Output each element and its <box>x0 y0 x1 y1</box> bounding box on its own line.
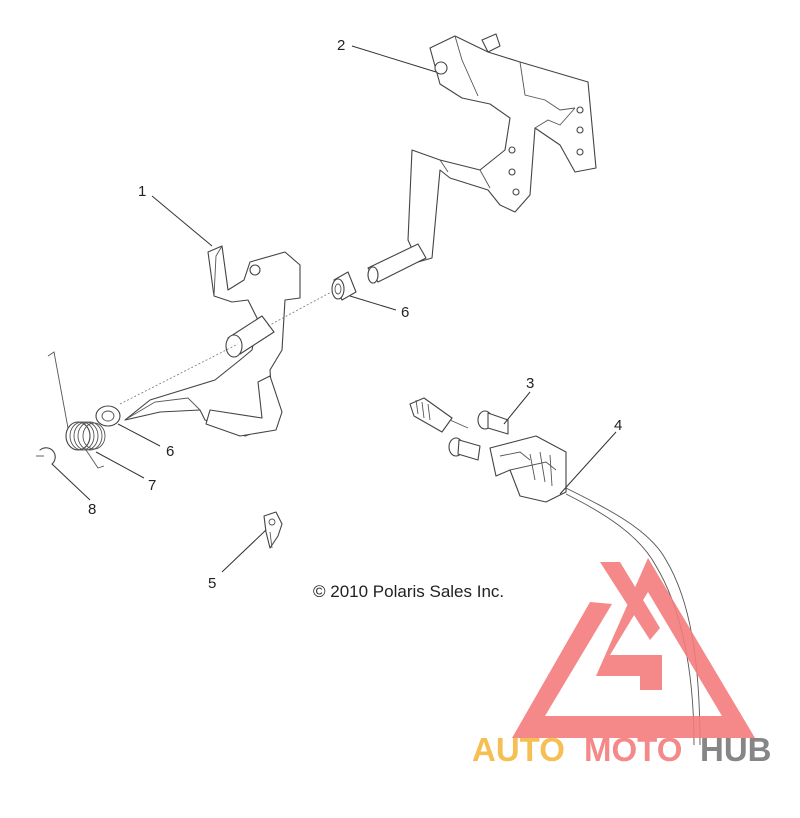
leader-4 <box>559 431 617 495</box>
watermark-word-moto: MOTO <box>584 731 682 768</box>
part-3-bolts <box>448 410 509 461</box>
part-5-clevis-pin <box>263 511 283 549</box>
callout-8: 8 <box>88 501 96 518</box>
leader-3 <box>503 391 531 425</box>
copyright-text: © 2010 Polaris Sales Inc. <box>313 582 504 601</box>
callout-6-lower: 6 <box>166 443 174 460</box>
leader-7 <box>95 451 145 479</box>
leader-6a <box>349 295 397 311</box>
callout-1: 1 <box>138 183 146 200</box>
callout-6-upper: 6 <box>401 304 409 321</box>
leader-6b <box>117 423 161 447</box>
callout-7: 7 <box>148 477 156 494</box>
watermark-word-hub: HUB <box>700 731 772 768</box>
part-6-upper-bushing <box>331 271 357 301</box>
callout-5: 5 <box>208 575 216 592</box>
leader-1 <box>151 195 213 247</box>
alignment-line <box>119 289 336 405</box>
callout-4: 4 <box>614 417 622 434</box>
part-4-cable-assembly <box>409 397 701 746</box>
callout-labels: 1 2 3 4 5 6 6 7 8 <box>88 37 622 592</box>
part-8-e-clip <box>36 447 56 465</box>
leader-2 <box>351 45 437 73</box>
leader-5 <box>221 529 267 573</box>
part-7-torsion-spring <box>47 351 106 469</box>
watermark-word-auto: AUTO <box>472 731 565 768</box>
part-6-lower-washer <box>95 405 121 427</box>
callout-3: 3 <box>526 375 534 392</box>
watermark-logo: AUTO MOTO HUB <box>472 558 772 768</box>
part-1-brake-pedal <box>124 245 301 437</box>
leader-8 <box>51 463 91 501</box>
part-2-mounting-bracket <box>367 33 597 284</box>
leader-lines <box>51 45 617 573</box>
callout-2: 2 <box>337 37 345 54</box>
watermark-accent-stroke <box>600 562 660 640</box>
